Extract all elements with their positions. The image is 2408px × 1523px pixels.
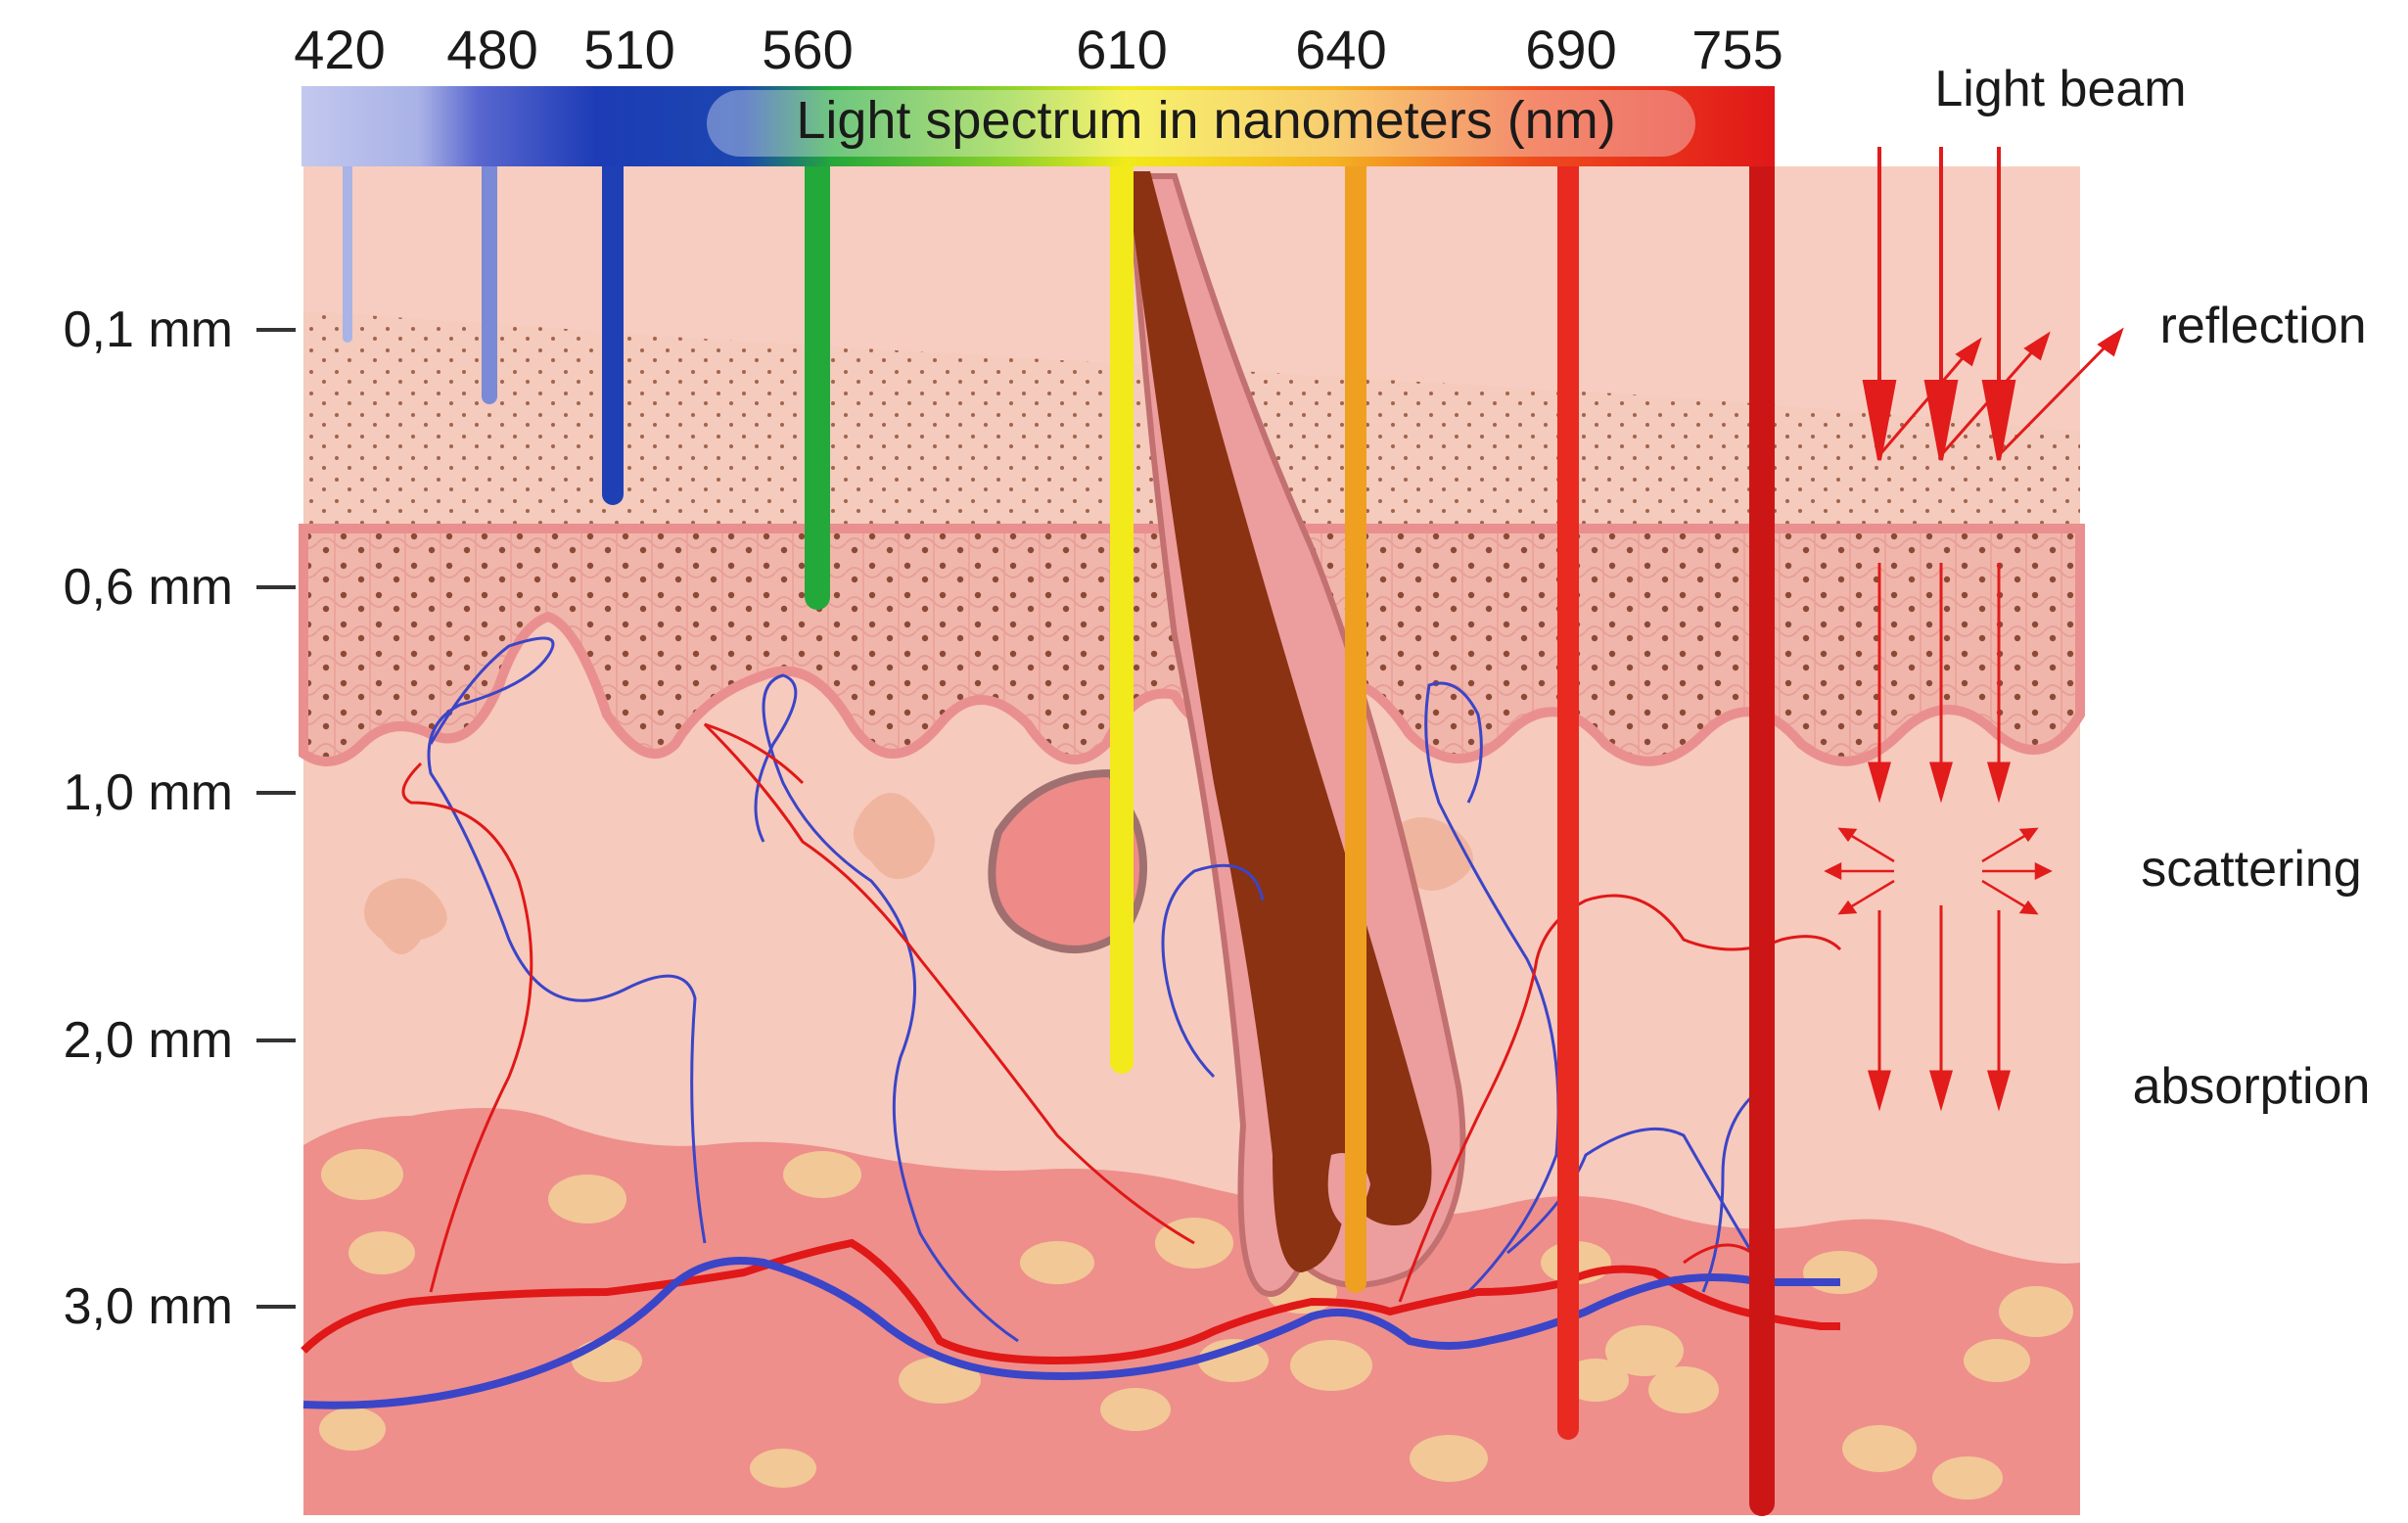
- depth-label: 3,0 mm: [64, 1278, 233, 1335]
- wavelength-label: 420: [294, 19, 385, 80]
- light-beam-phenomena: [1824, 147, 2124, 1112]
- vein-thin-6: [1701, 1094, 1754, 1293]
- artery-plexus: [301, 1238, 1840, 1365]
- depth-label: 0,6 mm: [64, 559, 233, 616]
- scattering-label: scattering: [2141, 841, 2361, 898]
- artery-thin: [401, 762, 533, 1293]
- reflection-arrows: [1877, 327, 2124, 457]
- artery-thin-2: [703, 722, 1195, 1245]
- absorption-arrows: [1868, 905, 2011, 1112]
- light-beam-label: Light beam: [1934, 61, 2186, 117]
- sebaceous-gland: [988, 768, 1147, 953]
- wavelength-label: 690: [1525, 19, 1616, 80]
- vein-thin-4: [1424, 681, 1560, 1294]
- wavelength-label: 640: [1295, 19, 1386, 80]
- wavelength-label: 560: [762, 19, 853, 80]
- transmitted-beam-arrows: [1868, 563, 2011, 804]
- vein-thin-3: [1161, 863, 1265, 1079]
- vein-thin: [427, 636, 707, 1244]
- spectrum-gradient: [301, 86, 1775, 166]
- wavelength-label: 755: [1691, 19, 1783, 80]
- vein-thin-2: [754, 673, 1019, 1343]
- depth-label: 0,1 mm: [64, 301, 233, 358]
- vein-plexus: [302, 1257, 1840, 1409]
- wavelength-labels: 420 480 510 560 610 640 690 755: [294, 19, 1783, 80]
- absorption-label: absorption: [2133, 1058, 2371, 1115]
- depth-scale: 0,1 mm 0,6 mm 1,0 mm 2,0 mm 3,0 mm: [64, 301, 296, 1335]
- spectrum-bar: Light spectrum in nanometers (nm): [301, 86, 1775, 166]
- subcutaneous-layer: [303, 1108, 2080, 1515]
- spectrum-label-pill: [707, 90, 1695, 157]
- light-penetration-bars: [343, 154, 1775, 1516]
- phenomena-labels: Light beam reflection scattering absorpt…: [1934, 61, 2370, 1115]
- depth-label: 1,0 mm: [64, 764, 233, 821]
- reflection-label: reflection: [2160, 298, 2367, 354]
- wavelength-label: 510: [583, 19, 674, 80]
- skin-cross-section: [299, 166, 2085, 1515]
- spectrum-label: Light spectrum in nanometers (nm): [796, 91, 1615, 150]
- depth-label: 2,0 mm: [64, 1012, 233, 1069]
- wavelength-label: 610: [1076, 19, 1167, 80]
- scattering-arrows: [1824, 827, 2053, 915]
- wavelength-label: 480: [446, 19, 537, 80]
